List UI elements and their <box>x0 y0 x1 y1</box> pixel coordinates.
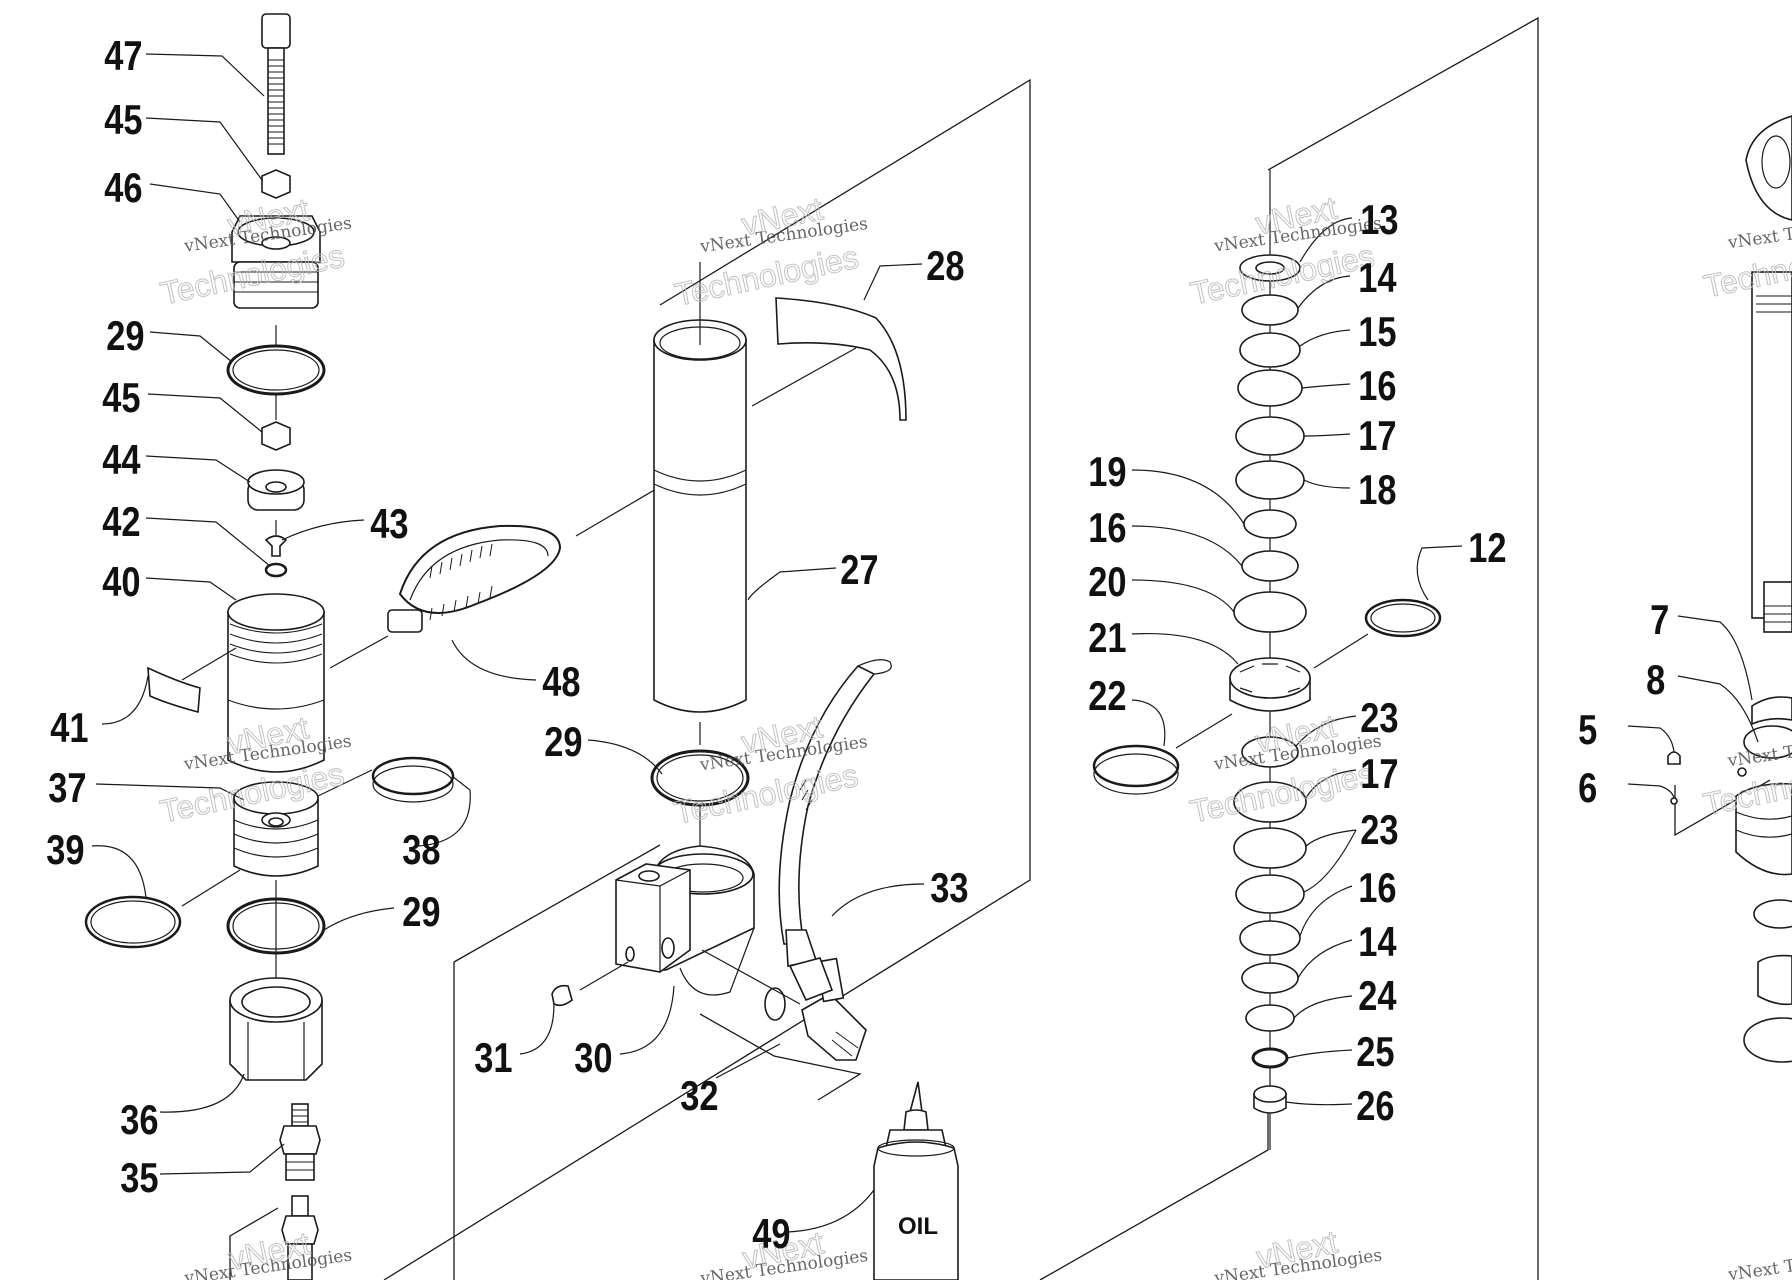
callout-8: 8 <box>1646 657 1665 704</box>
piston-21 <box>1229 657 1311 712</box>
reservoir-40 <box>227 593 325 773</box>
callout-48: 48 <box>542 659 580 706</box>
reservoir-head-30 <box>615 845 755 996</box>
callout-20: 20 <box>1088 559 1126 606</box>
callout-25: 25 <box>1356 1029 1394 1076</box>
shim-stack <box>1092 170 1442 1150</box>
callout-5: 5 <box>1578 707 1597 754</box>
callout-29: 29 <box>402 889 440 936</box>
callout-13: 13 <box>1360 197 1398 244</box>
screw-43 <box>264 535 288 557</box>
end-cap-36 <box>229 977 323 1081</box>
callout-41: 41 <box>50 705 88 752</box>
callout-6: 6 <box>1578 765 1597 812</box>
callout-32: 32 <box>680 1073 718 1120</box>
callout-16: 16 <box>1088 505 1126 552</box>
band-38 <box>371 756 455 803</box>
callout-42: 42 <box>102 499 140 546</box>
nut-45-lower <box>261 421 291 451</box>
callout-37: 37 <box>48 765 86 812</box>
ring-12 <box>1364 598 1442 638</box>
callout-29: 29 <box>106 313 144 360</box>
callout-22: 22 <box>1088 673 1126 720</box>
callout-47: 47 <box>104 33 142 80</box>
callout-labels: 47 45 46 29 45 44 42 43 40 41 37 39 38 2… <box>46 33 1669 1258</box>
callout-29: 29 <box>544 719 582 766</box>
callout-14: 14 <box>1358 919 1397 966</box>
floating-piston-37 <box>233 781 319 877</box>
callout-16: 16 <box>1358 865 1396 912</box>
callout-46: 46 <box>104 165 142 212</box>
tube-27 <box>653 319 747 713</box>
ring-39 <box>84 895 182 949</box>
oil-bottle-label: OIL <box>898 1213 938 1240</box>
callout-45: 45 <box>102 375 140 422</box>
callout-23: 23 <box>1360 807 1398 854</box>
callout-45: 45 <box>104 97 142 144</box>
o-ring-29-mid <box>226 897 326 955</box>
callout-39: 39 <box>46 827 84 874</box>
callout-17: 17 <box>1358 413 1396 460</box>
nut-45 <box>261 169 291 199</box>
callout-35: 35 <box>120 1155 158 1202</box>
band-22 <box>1092 744 1180 795</box>
o-ring-29-top <box>226 344 326 396</box>
left-assembly <box>84 13 669 1280</box>
callout-31: 31 <box>474 1035 512 1082</box>
callout-40: 40 <box>102 559 140 606</box>
cap-46 <box>231 215 321 309</box>
panel-outlines <box>383 16 1771 1280</box>
callout-19: 19 <box>1088 449 1126 496</box>
callout-28: 28 <box>926 243 964 290</box>
callout-26: 26 <box>1356 1083 1394 1130</box>
callout-33: 33 <box>930 865 968 912</box>
callout-44: 44 <box>102 437 141 484</box>
oil-bottle-49 <box>873 1081 959 1280</box>
callout-49: 49 <box>752 1211 790 1258</box>
callout-24: 24 <box>1358 973 1397 1020</box>
ball-6 <box>1670 797 1678 805</box>
callout-15: 15 <box>1358 309 1396 356</box>
bolt-47 <box>261 13 291 155</box>
callout-7: 7 <box>1650 597 1669 644</box>
shock-body <box>1667 115 1792 1063</box>
label-28 <box>775 297 907 421</box>
hose-clamp-48 <box>387 524 562 633</box>
callout-30: 30 <box>574 1035 612 1082</box>
callout-12: 12 <box>1468 525 1506 572</box>
middle-assembly <box>551 262 959 1280</box>
hose-33 <box>778 659 892 1002</box>
watermark-brand: vNext Technologies <box>1726 1242 1792 1280</box>
watermarks: vNext Technologies Technologies vNext vN… <box>156 189 1792 1280</box>
callout-17: 17 <box>1360 751 1398 798</box>
callout-21: 21 <box>1088 615 1126 662</box>
callout-18: 18 <box>1358 467 1396 514</box>
cap-5 <box>1667 751 1681 765</box>
callout-16: 16 <box>1358 363 1396 410</box>
leader-lines <box>91 53 1759 1233</box>
piston-44 <box>247 469 305 511</box>
plug-31 <box>551 984 573 1007</box>
callout-36: 36 <box>120 1097 158 1144</box>
washer-42 <box>264 562 288 578</box>
label-41 <box>147 666 201 714</box>
callout-43: 43 <box>370 501 408 548</box>
callout-38: 38 <box>402 827 440 874</box>
callout-27: 27 <box>840 547 878 594</box>
callout-14: 14 <box>1358 255 1397 302</box>
callout-23: 23 <box>1360 695 1398 742</box>
fitting-35 <box>279 1103 321 1280</box>
